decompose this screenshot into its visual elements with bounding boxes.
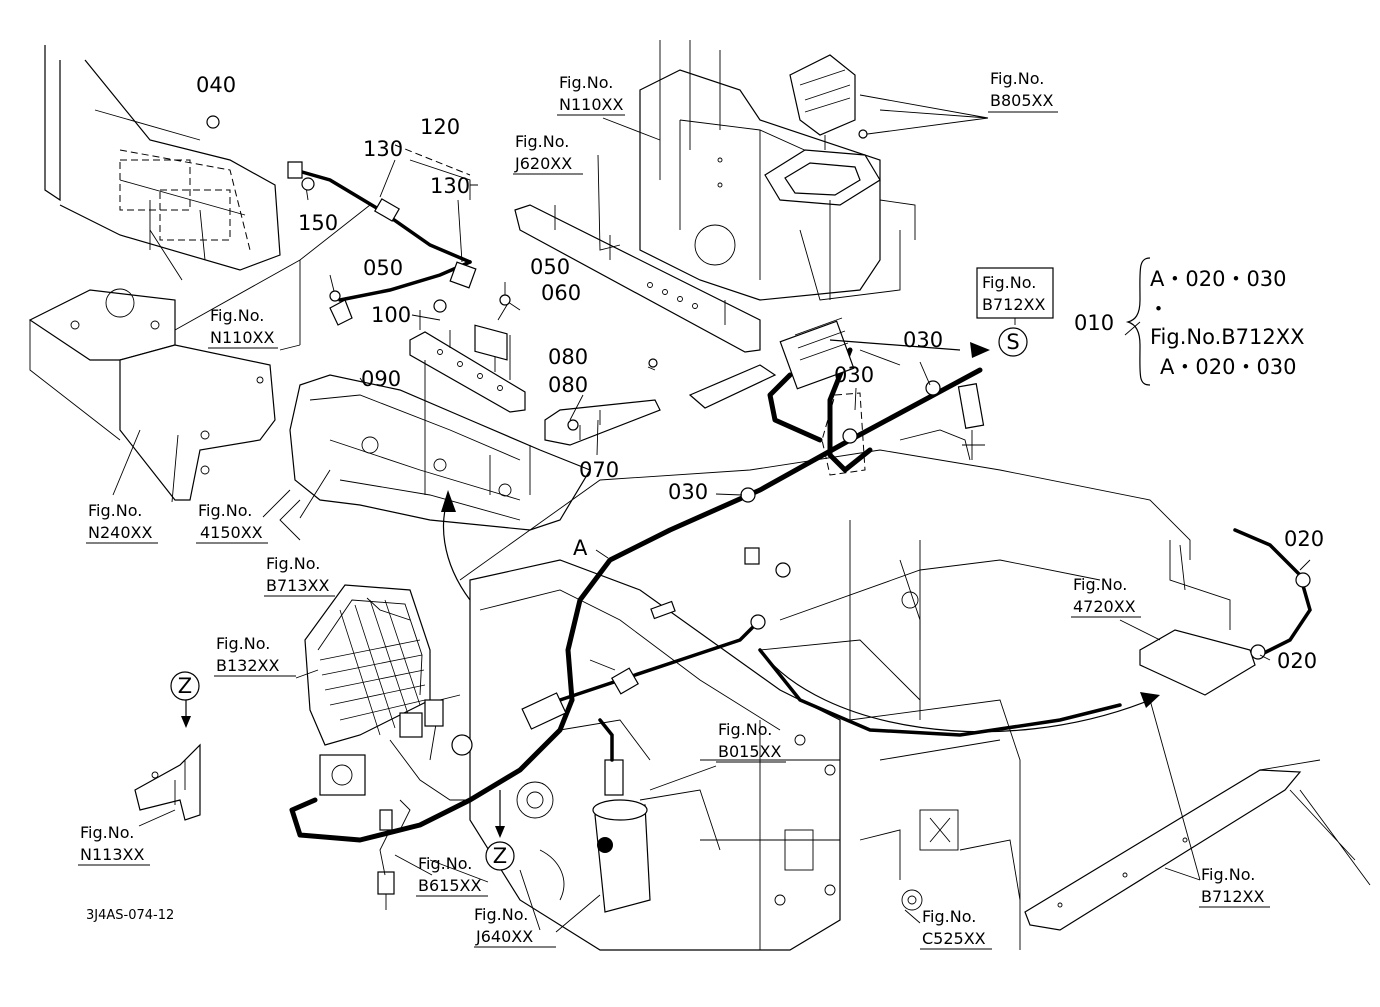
- wiring-harness: [287, 161, 1312, 876]
- figref-n240: Fig.No. N240XX: [86, 501, 158, 544]
- figref-b712-top-code: B712XX: [982, 295, 1045, 314]
- callout-060: 060: [541, 281, 581, 305]
- callout-080-bottom: 080: [548, 373, 588, 397]
- figref-n110-left-prefix: Fig.No.: [210, 306, 264, 325]
- figref-n113-code: N113XX: [80, 845, 144, 864]
- figref-n110-top: Fig.No. N110XX: [557, 73, 625, 116]
- callout-130-right: 130: [430, 174, 470, 198]
- figref-b805-code: B805XX: [990, 91, 1053, 110]
- callout-090: 090: [361, 367, 401, 391]
- sensor-j640: [592, 718, 651, 913]
- leader-lines: [112, 94, 1311, 933]
- callout-020-bottom: 020: [1277, 649, 1317, 673]
- figref-b712-top: Fig.No. B712XX: [976, 267, 1054, 319]
- figref-b712-bottom-prefix: Fig.No.: [1201, 865, 1255, 884]
- callout-050-right: 050: [530, 255, 570, 279]
- machine-body-outline: [28, 40, 1371, 951]
- figref-j620-prefix: Fig.No.: [515, 132, 569, 151]
- figref-4150-prefix: Fig.No.: [198, 501, 252, 520]
- legend-010-brace: [1125, 257, 1151, 386]
- figref-b712-bottom: Fig.No. B712XX: [1199, 865, 1270, 908]
- figref-b132-prefix: Fig.No.: [216, 634, 270, 653]
- figref-b713: Fig.No. B713XX: [264, 554, 335, 597]
- marker-z-bottom-label: Z: [493, 844, 507, 868]
- legend-010-dot: ・: [1148, 297, 1169, 321]
- figref-c525-prefix: Fig.No.: [922, 907, 976, 926]
- figref-n110-top-prefix: Fig.No.: [559, 73, 613, 92]
- figref-n110-left: Fig.No. N110XX: [208, 306, 278, 349]
- figref-b712-bottom-code: B712XX: [1201, 887, 1264, 906]
- figref-b015: Fig.No. B015XX: [716, 720, 786, 763]
- figref-b615: Fig.No. B615XX: [416, 854, 488, 897]
- figure-references: Fig.No. N110XX Fig.No. B805XX Fig.No. J6…: [78, 69, 1270, 950]
- marker-z-bottom: Z: [485, 841, 515, 871]
- callout-070: 070: [579, 458, 619, 482]
- marker-s-label: S: [1006, 330, 1019, 354]
- callout-100: 100: [371, 303, 411, 327]
- figref-4720-prefix: Fig.No.: [1073, 575, 1127, 594]
- callout-130-left: 130: [363, 137, 403, 161]
- figref-b713-prefix: Fig.No.: [266, 554, 320, 573]
- figref-c525: Fig.No. C525XX: [920, 907, 992, 950]
- figref-j620-code: J620XX: [514, 154, 572, 173]
- figref-n113-prefix: Fig.No.: [80, 823, 134, 842]
- figref-b805-prefix: Fig.No.: [990, 69, 1044, 88]
- callout-150: 150: [298, 211, 338, 235]
- callout-040: 040: [196, 73, 236, 97]
- callout-120-bracket: [409, 159, 478, 200]
- figref-b805: Fig.No. B805XX: [988, 69, 1058, 113]
- figref-c525-code: C525XX: [922, 929, 986, 948]
- figref-b132-code: B132XX: [216, 656, 279, 675]
- figref-j640-code: J640XX: [475, 927, 533, 946]
- callout-120: 120: [420, 115, 460, 139]
- figref-b015-prefix: Fig.No.: [718, 720, 772, 739]
- controller-b713: [304, 584, 431, 796]
- callout-010: 010: [1074, 311, 1114, 335]
- figref-4720: Fig.No. 4720XX: [1071, 575, 1141, 618]
- figref-n110-left-code: N110XX: [210, 328, 274, 347]
- drawing-code: 3J4AS-074-12: [86, 908, 174, 923]
- connector-b615: [377, 809, 395, 910]
- figref-n110-top-code: N110XX: [559, 95, 623, 114]
- figref-j640: Fig.No. J640XX: [474, 905, 556, 948]
- marker-s: S: [998, 327, 1028, 357]
- figref-b713-code: B713XX: [266, 576, 329, 595]
- callout-030-top: 030: [903, 328, 943, 352]
- figref-4720-code: 4720XX: [1073, 597, 1136, 616]
- legend-010-line1: A・020・030: [1150, 267, 1287, 291]
- figref-j620: Fig.No. J620XX: [513, 132, 583, 175]
- figref-b712-top-prefix: Fig.No.: [982, 273, 1036, 292]
- callout-numbers: 040 130 120 130 150 050 050 060 100 090 …: [196, 73, 1324, 673]
- marker-z-left: Z: [170, 671, 200, 701]
- legend-010-line2: Fig.No.B712XX: [1150, 325, 1305, 349]
- figref-4150-code: 4150XX: [200, 523, 263, 542]
- legend-010-line3: A・020・030: [1160, 355, 1297, 379]
- callout-050-left: 050: [363, 256, 403, 280]
- marker-z-left-label: Z: [178, 674, 192, 698]
- callout-080-top: 080: [548, 345, 588, 369]
- callout-030-low: 030: [668, 480, 708, 504]
- figref-b132: Fig.No. B132XX: [214, 634, 296, 677]
- figref-4150: Fig.No. 4150XX: [196, 501, 268, 544]
- figref-b615-code: B615XX: [418, 876, 481, 895]
- figref-b015-code: B015XX: [718, 742, 781, 761]
- figref-b615-prefix: Fig.No.: [418, 854, 472, 873]
- figref-n240-prefix: Fig.No.: [88, 501, 142, 520]
- detail-z-bracket: [134, 743, 201, 821]
- figref-n113: Fig.No. N113XX: [78, 823, 150, 866]
- callout-020-top: 020: [1284, 527, 1324, 551]
- figref-n240-code: N240XX: [88, 523, 152, 542]
- callout-030-mid: 030: [834, 363, 874, 387]
- legend-010: A・020・030 ・ Fig.No.B712XX A・020・030: [1148, 267, 1305, 379]
- figref-j640-prefix: Fig.No.: [474, 905, 528, 924]
- fitting-s-side: [957, 383, 985, 460]
- callout-a: A: [573, 536, 588, 560]
